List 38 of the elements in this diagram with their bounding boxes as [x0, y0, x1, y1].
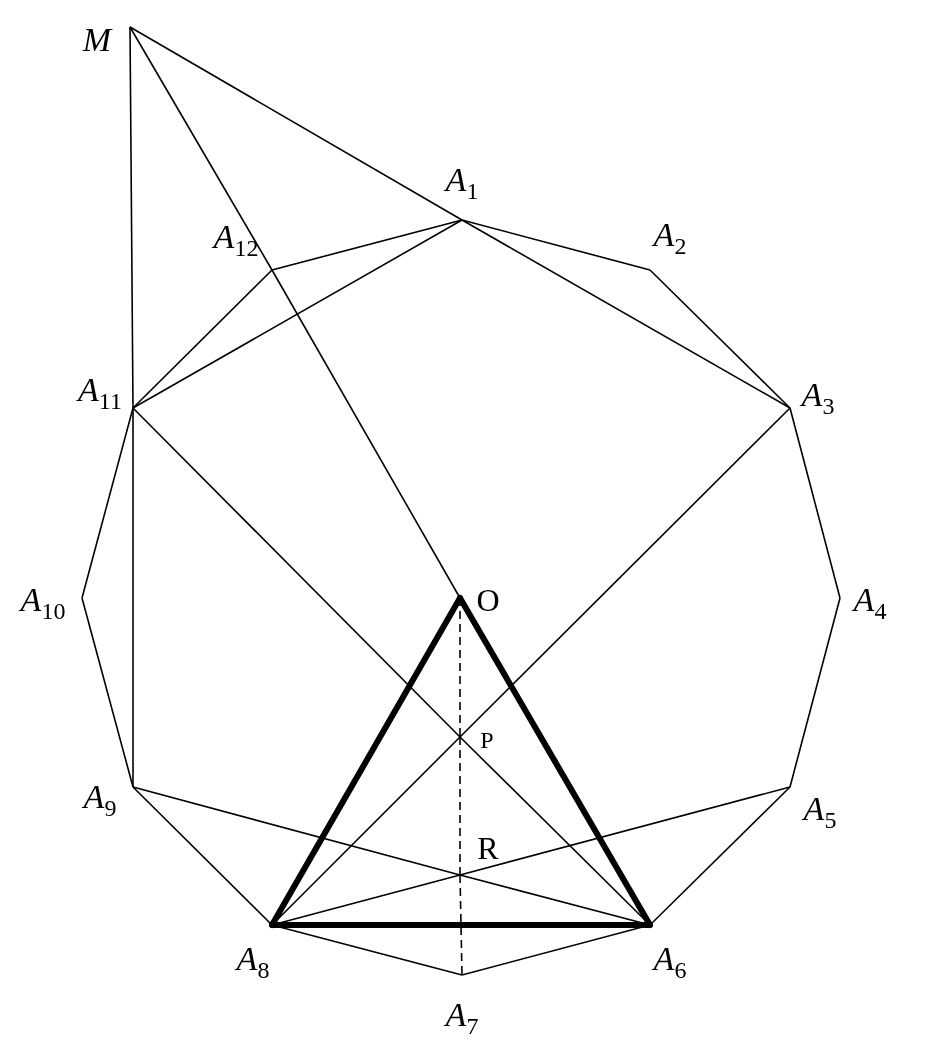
line-segment: [129, 26, 273, 271]
line-segment: [129, 26, 463, 221]
point-label: A$_{3}$: [801, 378, 835, 418]
point-label: A$_{11}$: [78, 373, 122, 413]
line-segment: [789, 407, 841, 599]
line-segment: [649, 269, 791, 409]
point-label: A$_{6}$: [653, 942, 687, 982]
line-segment: [132, 786, 461, 876]
point-label: M: [82, 23, 112, 57]
point-label: R: [477, 832, 499, 864]
line-segment: [81, 407, 134, 599]
point-label: A$_{7}$: [445, 998, 479, 1038]
dashed-line-segment: [459, 736, 461, 876]
line-segment: [129, 26, 134, 409]
line-segment: [459, 786, 791, 876]
line-segment: [132, 407, 461, 738]
line-segment: [132, 407, 134, 788]
point-label: A$_{8}$: [236, 942, 270, 982]
point-label: A$_{12}$: [213, 220, 259, 260]
point-label: A$_{1}$: [445, 163, 479, 203]
line-segment: [132, 219, 463, 409]
point-label: A$_{5}$: [803, 792, 837, 832]
line-segment: [81, 597, 134, 788]
line-segment: [461, 219, 651, 271]
line-segment: [132, 269, 273, 409]
point-label: O: [476, 584, 500, 616]
line-segment: [649, 786, 791, 926]
line-segment: [132, 786, 273, 926]
thick-line-segment: [269, 922, 653, 928]
line-segment: [459, 407, 791, 738]
point-label: A$_{2}$: [653, 218, 687, 258]
point-label: A$_{9}$: [83, 780, 117, 820]
point-label: P: [480, 728, 494, 752]
point-label: A$_{4}$: [853, 583, 887, 623]
line-segment: [789, 597, 841, 788]
line-segment: [461, 219, 791, 409]
dashed-line-segment: [459, 874, 463, 976]
point-label: A$_{10}$: [20, 583, 66, 623]
